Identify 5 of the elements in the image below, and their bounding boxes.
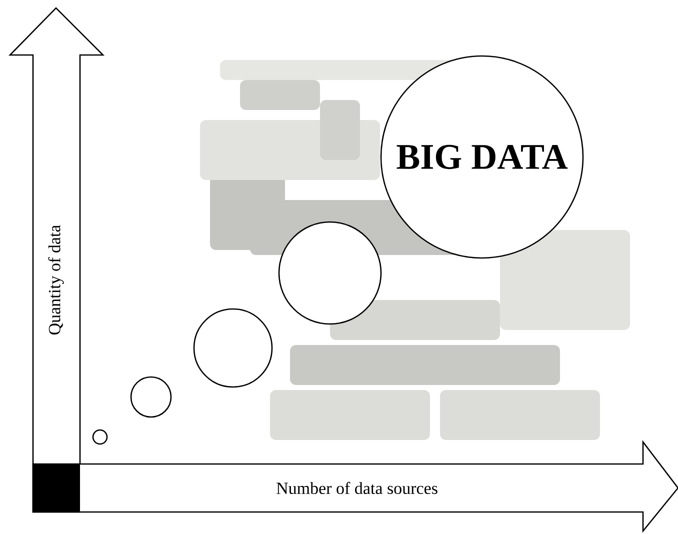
circle — [92, 429, 108, 445]
node-label: Number of data sources — [276, 482, 438, 494]
circle — [130, 376, 172, 418]
circle — [193, 308, 273, 388]
circle — [278, 221, 382, 325]
